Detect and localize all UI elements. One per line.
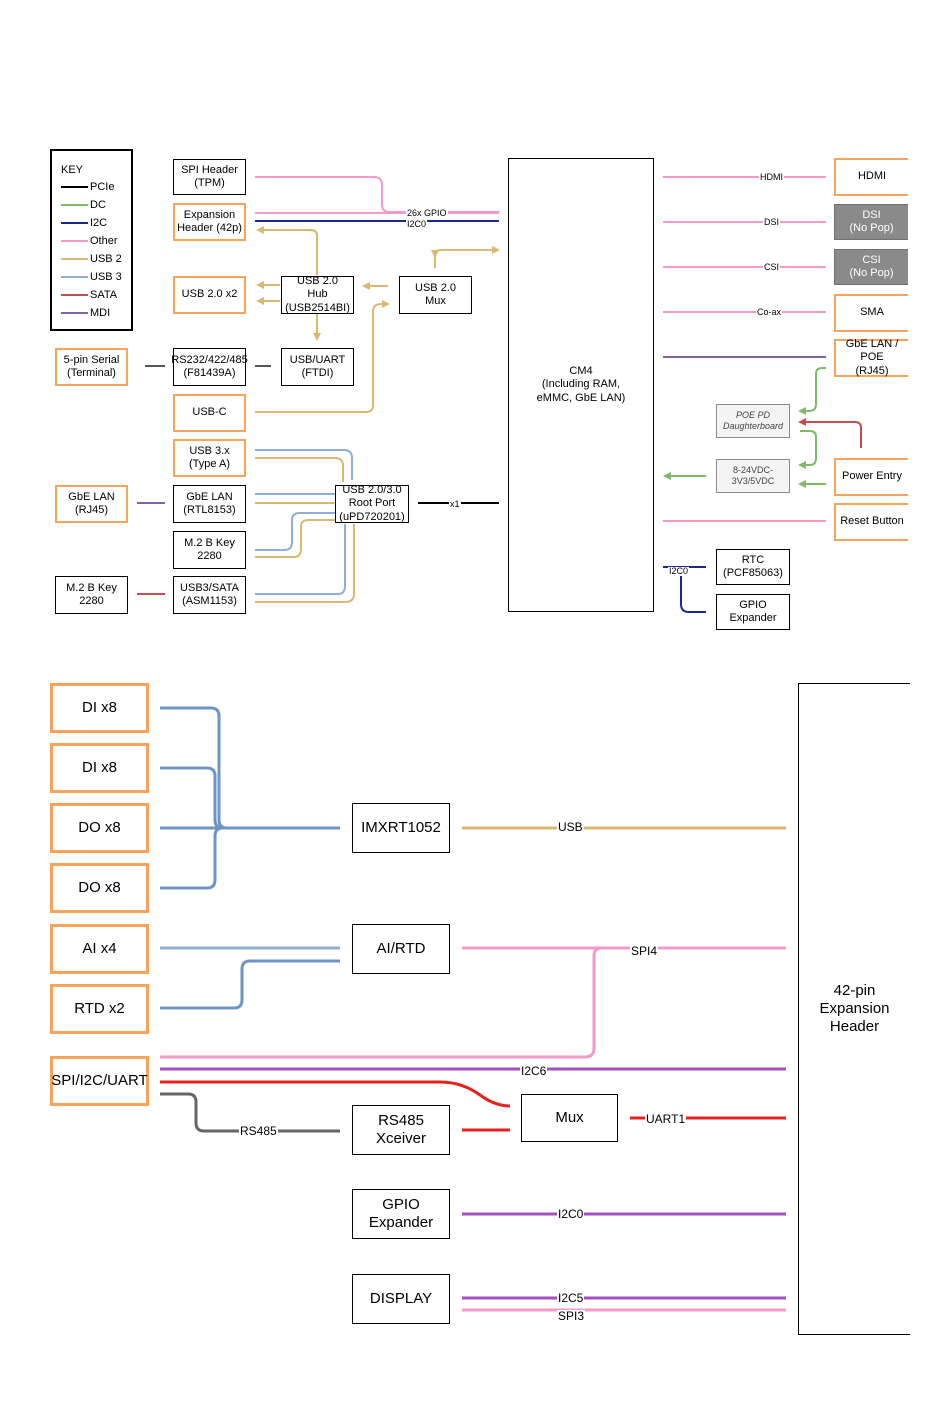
- m2-key-sata-block: M.2 B Key 2280: [55, 576, 128, 614]
- wire-rtd: [160, 959, 340, 1010]
- wire-usb3a-usb3: [255, 449, 353, 480]
- csi-connector-block: CSI (No Pop): [834, 249, 908, 285]
- gbe-rtl-block: GbE LAN (RTL8153): [173, 485, 246, 523]
- label-spi3: SPI3: [557, 1309, 586, 1323]
- expansion-header-block: Expansion Header (42p): [173, 203, 246, 241]
- dcdc-block: 8-24VDC- 3V3/5VDC: [716, 459, 790, 493]
- label-i2c0-bottom: I2C0: [557, 1207, 585, 1221]
- label-gpio26: 26x GPIO: [406, 208, 448, 218]
- hdmi-connector-block: HDMI: [834, 158, 908, 196]
- label-spi4: SPI4: [630, 944, 659, 958]
- usb-x2-block: USB 2.0 x2: [173, 276, 246, 314]
- di-block-1: DI x8: [50, 683, 149, 733]
- expansion-header-42pin: 42-pin Expansion Header: [798, 683, 910, 1335]
- dsi-connector-block: DSI (No Pop): [834, 204, 908, 240]
- wire-pd-dcdc: [798, 430, 817, 469]
- legend-item: SATA: [61, 289, 117, 301]
- imxrt-block: IMXRT1052: [352, 803, 450, 853]
- m2-key-block: M.2 B Key 2280: [173, 531, 246, 569]
- do-block-2: DO x8: [50, 863, 149, 913]
- legend-item: USB 2: [61, 253, 122, 265]
- rtc-block: RTC (PCF85063): [716, 549, 790, 585]
- label-csi: CSI: [763, 262, 781, 272]
- usb-mux-block: USB 2.0 Mux: [399, 276, 472, 314]
- wire-uart-mux: [160, 1080, 511, 1108]
- label-uart1: UART1: [645, 1112, 687, 1126]
- wire-usb3a-usb2: [255, 457, 344, 482]
- wire-do2: [160, 826, 224, 890]
- spi-header-block: SPI Header (TPM): [173, 159, 246, 195]
- usb3-typea-block: USB 3.x (Type A): [173, 439, 246, 477]
- label-hdmi: HDMI: [759, 172, 784, 182]
- wire-sata-usb3: [255, 524, 346, 595]
- ai-rtd-block: AI/RTD: [352, 924, 450, 974]
- wire-hub-expansion: [256, 226, 318, 275]
- wire-di2: [160, 766, 224, 830]
- root-port-block: USB 2.0/3.0 Root Port (uPD720201): [335, 484, 409, 523]
- gbe-poe-block: GbE LAN / POE (RJ45): [834, 338, 908, 377]
- wire-power-pd: [798, 418, 862, 448]
- wire-spi4: [160, 946, 786, 1059]
- sma-connector-block: SMA: [834, 294, 908, 332]
- label-dsi: DSI: [763, 217, 781, 227]
- wire-usbc-mux: [255, 300, 390, 413]
- usb-c-block: USB-C: [173, 394, 246, 432]
- power-entry-block: Power Entry: [834, 458, 908, 496]
- wire-m2a-usb3: [255, 512, 335, 551]
- wire-m2a-usb2: [255, 519, 335, 558]
- legend-item: Other: [61, 235, 118, 247]
- reset-button-block: Reset Button: [834, 503, 908, 541]
- usb-uart-block: USB/UART (FTDI): [281, 348, 354, 386]
- legend-item: I2C: [61, 217, 107, 229]
- label-usb: USB: [557, 820, 584, 834]
- legend-item: MDI: [61, 307, 110, 319]
- ai-block: AI x4: [50, 924, 149, 974]
- legend: KEY PCIe DC I2C Other USB 2 USB 3 SATA M…: [50, 149, 133, 331]
- di-block-2: DI x8: [50, 743, 149, 793]
- rtd-block: RTD x2: [50, 984, 149, 1034]
- legend-item: PCIe: [61, 181, 114, 193]
- rs485-xceiver-block: RS485 Xceiver: [352, 1105, 450, 1155]
- usb3-sata-block: USB3/SATA (ASM1153): [173, 576, 246, 614]
- wire-poe-pd: [798, 367, 826, 415]
- poe-pd-block: POE PD Daughterboard: [716, 404, 790, 438]
- mux-block: Mux: [521, 1094, 618, 1142]
- serial-terminal-block: 5-pin Serial (Terminal): [55, 348, 128, 386]
- label-i2c0-rtc: I2C0: [668, 566, 690, 576]
- legend-item: USB 3: [61, 271, 122, 283]
- label-rs485: RS485: [239, 1124, 278, 1138]
- cm4-block: CM4 (Including RAM, eMMC, GbE LAN): [508, 158, 654, 612]
- spi-i2c-uart-block: SPI/I2C/UART: [50, 1056, 149, 1106]
- usb-hub-block: USB 2.0 Hub (USB2514BI): [281, 275, 354, 314]
- gbe-rj45-block: GbE LAN (RJ45): [55, 485, 128, 523]
- gpio-expander-block: GPIO Expander: [716, 594, 790, 630]
- legend-title: KEY: [61, 164, 84, 176]
- wire-spi-tpm: [255, 176, 499, 213]
- gpio-expander-bottom-block: GPIO Expander: [352, 1189, 450, 1239]
- wire-sata-usb2: [255, 524, 355, 603]
- label-i2c5: I2C5: [557, 1291, 585, 1305]
- label-i2c0: I2C0: [406, 219, 428, 229]
- rs232-block: RS232/422/485 (F81439A): [171, 348, 248, 386]
- display-block: DISPLAY: [352, 1274, 450, 1324]
- wire-rs485: [160, 1092, 340, 1133]
- wire-mux-cm4: [434, 246, 500, 268]
- do-block-1: DO x8: [50, 803, 149, 853]
- wire-i2c-gpio: [680, 567, 706, 613]
- label-coax: Co-ax: [756, 307, 783, 317]
- legend-item: DC: [61, 199, 106, 211]
- label-x1: x1: [449, 499, 461, 509]
- label-i2c6: I2C6: [520, 1064, 548, 1078]
